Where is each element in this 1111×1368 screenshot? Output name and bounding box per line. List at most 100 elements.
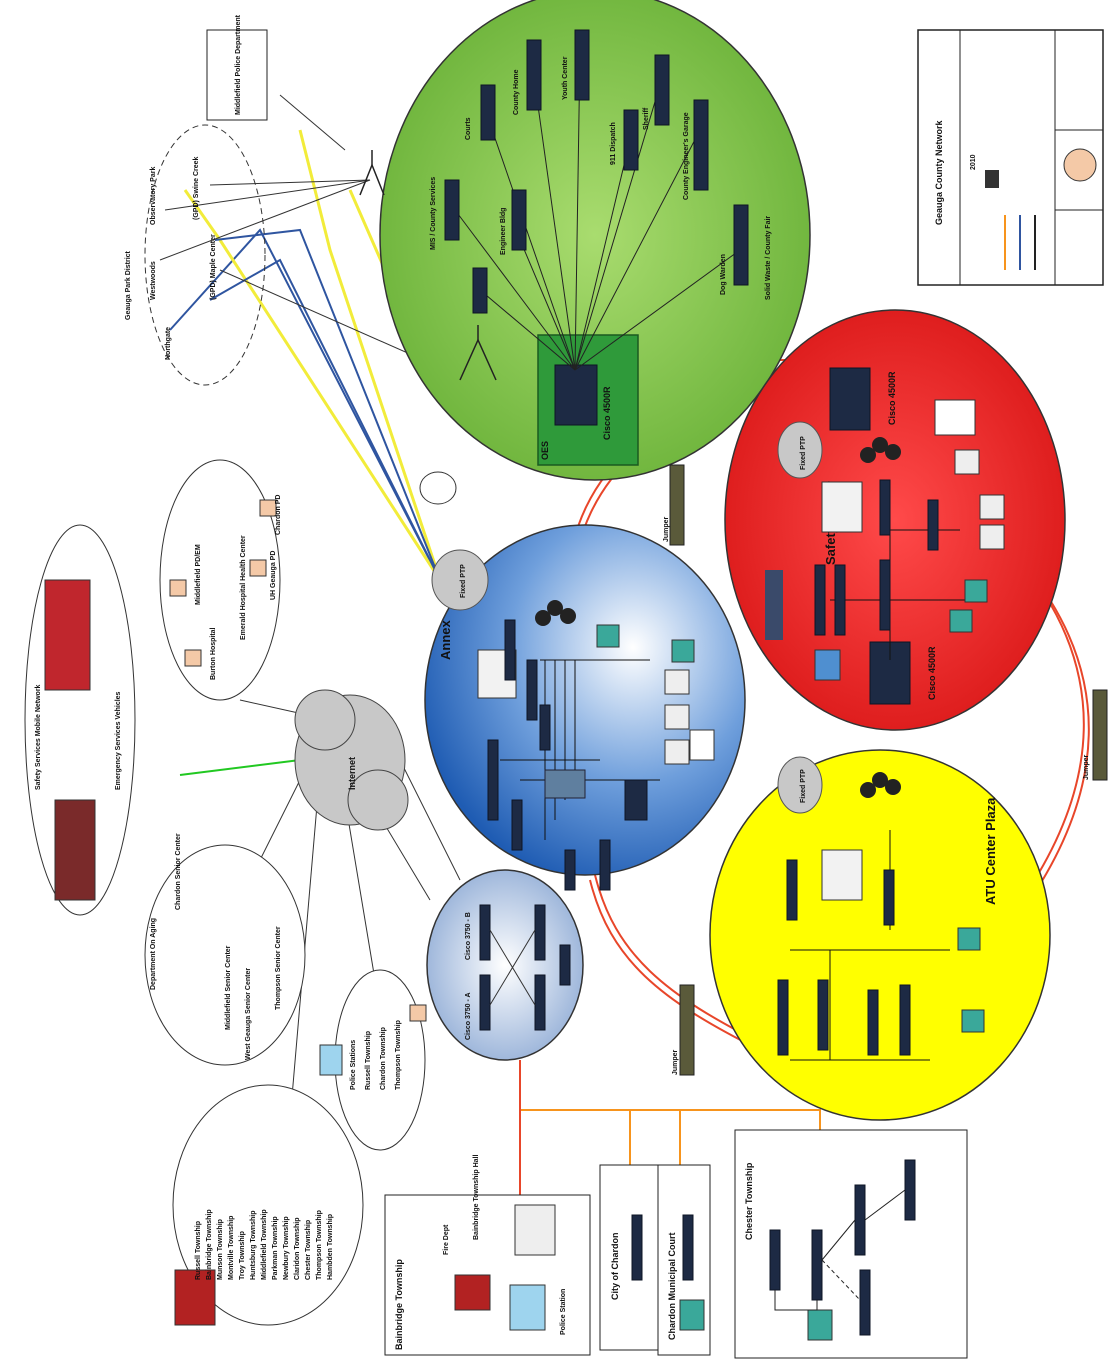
police-item: Thompson Township — [395, 1020, 402, 1090]
switch-icon — [867, 989, 879, 1056]
red-router-label-2: Cisco 4500R — [927, 646, 937, 700]
chardon-court-box: Chardon Municipal Court — [657, 1164, 711, 1356]
switch-icon — [733, 204, 749, 286]
hub-right-label: Cisco 3750 - A — [465, 992, 472, 1040]
police-item: Chardon Township — [380, 1027, 387, 1090]
switch-icon — [504, 619, 516, 681]
bainbridge-item: Bainbridge Township Hall — [473, 1155, 480, 1240]
switch-icon — [559, 944, 571, 986]
police-title: Police Stations — [350, 1040, 357, 1090]
switch-icon — [599, 839, 611, 891]
server-icon — [821, 849, 863, 901]
bainbridge-item: Fire Dept — [443, 1224, 450, 1255]
bainbridge-item: Police Station — [560, 1289, 567, 1335]
server-icon — [821, 481, 863, 533]
legend: Geauga County Network 2010 — [917, 29, 1104, 286]
wireless-ap-icon — [535, 600, 576, 626]
site-label: Solid Waste / County Fair — [765, 216, 772, 300]
switch-icon — [479, 904, 491, 961]
hospital-item: Burton Hospital — [210, 627, 217, 680]
township-item: Parkman Township — [272, 1216, 279, 1280]
site-label: County Home — [513, 69, 520, 115]
red-router-label: Cisco 4500R — [887, 371, 897, 425]
aging-item: Middlefield Senior Center — [225, 945, 232, 1030]
park-district-cloud: Geauga Park District Observatory Park We… — [125, 124, 266, 386]
yellow-zone-label: ATU Center Plaza — [983, 797, 998, 905]
police-cloud: Police Stations Russell Township Chardon… — [319, 969, 427, 1151]
county-seal-icon — [1063, 148, 1097, 182]
switch-icon — [444, 179, 460, 241]
site-label: 911 Dispatch — [610, 122, 617, 165]
switch-icon — [817, 979, 829, 1051]
oes-label: OES — [540, 441, 550, 460]
phone-icon — [807, 1309, 833, 1341]
jumper-icon — [1092, 689, 1108, 781]
phone-icon — [596, 624, 620, 648]
blue-zone: Annex Fixed PTP — [424, 524, 746, 891]
switch-icon — [623, 109, 639, 171]
hospital-item: Chardon PD — [275, 495, 282, 535]
phone-icon — [961, 1009, 985, 1033]
switch-icon — [811, 1229, 823, 1301]
switch-icon — [904, 1159, 916, 1221]
router-icon — [554, 364, 598, 426]
blue-zone-label: Annex — [438, 620, 453, 661]
township-item: Troy Township — [239, 1231, 246, 1280]
red-zone: Cisco 4500R Cisco 4500R Safety Center Fi… — [724, 309, 1066, 731]
township-item: Montville Township — [228, 1216, 235, 1280]
internet-cloud: Internet — [294, 689, 409, 831]
site-label: County Engineer's Garage — [683, 112, 690, 200]
township-item: Middlefield Township — [261, 1209, 268, 1280]
aging-item: West Geauga Senior Center — [245, 968, 252, 1060]
workstation-icon — [814, 649, 841, 681]
site-label: Courts — [465, 117, 472, 140]
hub-zone: Cisco 3750 - B Cisco 3750 - A — [426, 869, 584, 1061]
switch-icon — [480, 84, 496, 141]
switch-icon — [693, 99, 709, 191]
switch-icon — [834, 564, 846, 636]
chester-box: Chester Township — [734, 1129, 968, 1359]
radio-tower-icon — [359, 150, 497, 381]
device-icon — [184, 649, 202, 667]
middlefield-label: Middlefield Police Department — [235, 14, 242, 115]
park-site: (GPD) Maple Center — [210, 234, 217, 300]
phone-icon — [957, 927, 981, 951]
switch-icon — [899, 984, 911, 1056]
switch-icon — [487, 739, 499, 821]
township-item: Claridon Township — [294, 1218, 301, 1280]
city-chardon-label: City of Chardon — [610, 1233, 620, 1301]
switch-icon — [534, 974, 546, 1031]
server-icon — [514, 1204, 556, 1256]
switch-icon — [769, 1229, 781, 1291]
switch-icon — [883, 869, 895, 926]
switch-icon — [526, 39, 542, 111]
park-district-label: Geauga Park District — [125, 250, 132, 320]
yellow-ptp-label: Fixed PTP — [800, 769, 807, 803]
device-icon — [169, 579, 187, 597]
device-icon — [259, 499, 277, 517]
link-bubble — [419, 471, 457, 505]
fixed-ptp-cloud — [431, 549, 489, 611]
green-zone: OES Cisco 4500R MIS / Cou — [359, 0, 811, 481]
switch-icon — [814, 564, 826, 636]
township-item: Russell Township — [195, 1221, 202, 1280]
switch-icon — [682, 1214, 694, 1281]
device-icon — [985, 170, 999, 188]
bainbridge-box: Bainbridge Township Fire Dept Police Sta… — [384, 1155, 591, 1356]
park-site: Observatory Park — [150, 167, 157, 225]
township-item: Newbury Township — [283, 1216, 290, 1280]
printer-icon — [664, 704, 690, 730]
switch-icon — [777, 979, 789, 1056]
fixed-ptp-cloud — [777, 421, 823, 479]
printer-icon — [664, 739, 690, 765]
aging-item: Chardon Senior Center — [175, 833, 182, 910]
township-item: Chester Township — [305, 1220, 312, 1280]
jumper-label: Jumper — [1083, 754, 1090, 780]
hospital-item: Middlefield PD/EM — [195, 544, 202, 605]
aging-cloud: Department On Aging Chardon Senior Cente… — [144, 833, 306, 1066]
site-label: MIS / County Services — [430, 177, 437, 250]
printer-icon — [979, 494, 1005, 520]
fax-icon — [689, 729, 715, 761]
